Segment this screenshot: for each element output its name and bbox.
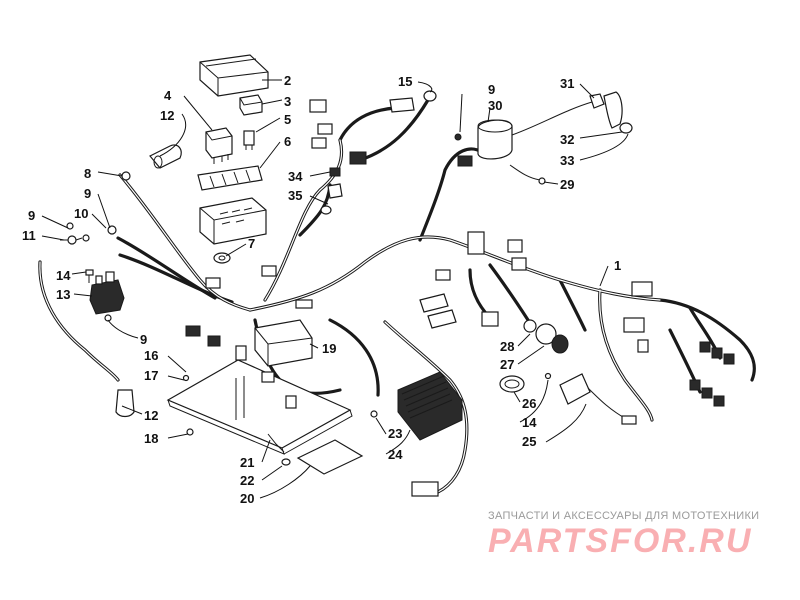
callout-29: 29: [560, 177, 574, 192]
watermark-logo: PARTSFOR.RU: [488, 522, 752, 560]
starter-solenoid: [89, 271, 125, 322]
fasteners-34-35: [320, 167, 343, 215]
fuse-box-cover: [199, 54, 269, 97]
callout-25: 25: [522, 434, 536, 449]
fuse: [243, 130, 255, 150]
callout-30: 30: [488, 98, 502, 113]
callout-9-lower-left: 9: [140, 332, 147, 347]
screw-coil: [454, 133, 462, 141]
callout-2: 2: [284, 73, 291, 88]
callout-33: 33: [560, 153, 574, 168]
callout-23: 23: [388, 426, 402, 441]
callout-9-far-left: 9: [28, 208, 35, 223]
ring-terminal: [121, 171, 131, 181]
control-module: [254, 319, 313, 367]
connectors-left: [185, 265, 313, 361]
spark-plug-boot: [511, 91, 633, 136]
ignition-coil: [457, 119, 513, 167]
callout-9-coil: 9: [488, 82, 495, 97]
switch-assembly: [523, 319, 569, 354]
mounting-plate: [166, 359, 353, 455]
callout-14-right: 14: [522, 415, 537, 430]
callout-1: 1: [614, 258, 621, 273]
callout-34: 34: [288, 169, 303, 184]
callout-18: 18: [144, 431, 158, 446]
callout-22: 22: [240, 473, 254, 488]
callout-12-bottom: 12: [144, 408, 158, 423]
callout-19: 19: [322, 341, 336, 356]
callout-11: 11: [22, 228, 36, 243]
boot-cap-bottom: [115, 389, 135, 418]
callout-31: 31: [560, 76, 574, 91]
callout-26: 26: [522, 396, 536, 411]
leader-lines: [41, 79, 629, 499]
callout-35: 35: [288, 188, 302, 203]
callout-14-left: 14: [56, 268, 71, 283]
clamp: [499, 375, 525, 393]
relay: [205, 127, 233, 164]
callout-28: 28: [500, 339, 514, 354]
callout-24: 24: [388, 447, 403, 462]
hardware-21-22: [267, 433, 291, 466]
watermark: ЗАПЧАСТИ И АКСЕССУАРЫ ДЛЯ МОТОТЕХНИКИ PA…: [488, 510, 759, 560]
terminal-posts: [60, 222, 117, 245]
sensor-bracket: [544, 372, 637, 425]
bolt-left: [85, 269, 94, 283]
connector-cluster-top: [309, 97, 415, 165]
callout-32: 32: [560, 132, 574, 147]
callout-12-top: 12: [160, 108, 174, 123]
ring-terminal-top: [423, 90, 437, 102]
callout-16: 16: [144, 348, 158, 363]
callout-20: 20: [240, 491, 254, 506]
callout-27: 27: [500, 357, 514, 372]
voltage-regulator: [370, 371, 463, 497]
callout-15: 15: [398, 74, 412, 89]
callout-3: 3: [284, 94, 291, 109]
callout-5: 5: [284, 112, 291, 127]
callout-13: 13: [56, 287, 70, 302]
watermark-tagline: ЗАПЧАСТИ И АКСЕССУАРЫ ДЛЯ МОТОТЕХНИКИ: [488, 510, 759, 522]
connectors-right-center: [419, 231, 527, 329]
callout-17: 17: [144, 368, 158, 383]
callout-4: 4: [164, 88, 172, 103]
callout-7: 7: [248, 236, 255, 251]
boot-cap-top: [149, 144, 182, 169]
ground-lead: [509, 164, 546, 185]
callout-21: 21: [240, 455, 254, 470]
callout-6: 6: [284, 134, 291, 149]
fuse-strip: [197, 165, 263, 191]
callout-10: 10: [74, 206, 88, 221]
callout-labels: 2 3 4 5 6 12 8 9 9 10 11 14 13 9 16 17 1…: [22, 73, 621, 506]
callout-8: 8: [84, 166, 91, 181]
label-sticker: [296, 439, 364, 475]
relay-small: [239, 94, 263, 116]
fuse-box: [199, 197, 267, 245]
connectors-right-end: [623, 281, 735, 407]
callout-9-upper-left: 9: [84, 186, 91, 201]
